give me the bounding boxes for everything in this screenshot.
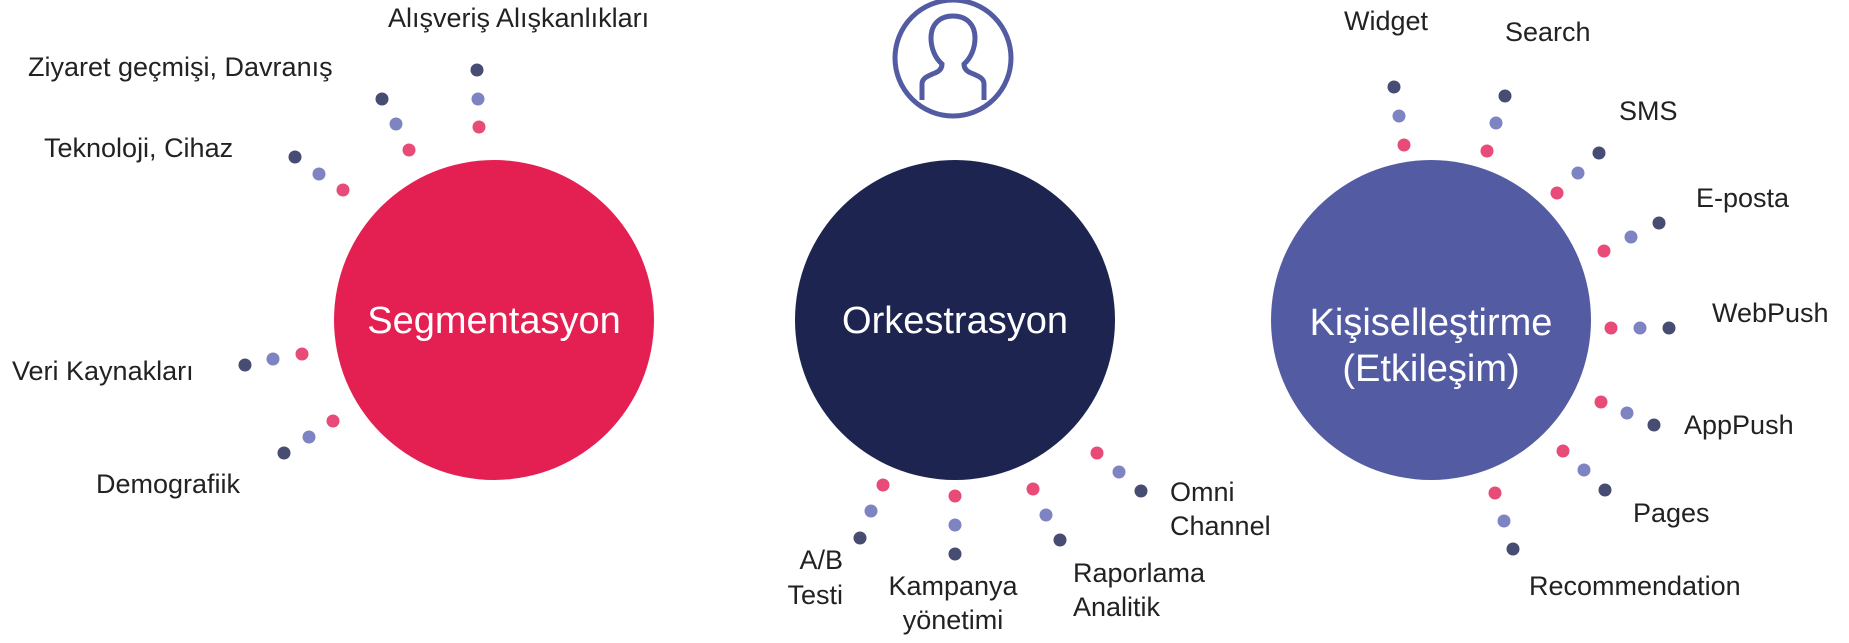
dot [1652, 216, 1666, 230]
dot [1594, 395, 1608, 409]
dot [277, 446, 291, 460]
dot [470, 63, 484, 77]
dot [1592, 146, 1606, 160]
orchestration-label-omni-line2: Channel [1170, 511, 1271, 541]
personalization-label-apppush: AppPush [1684, 410, 1794, 440]
segment-dots [238, 63, 486, 460]
segment-label-ziyaret: Ziyaret geçmişi, Davranış [28, 52, 333, 82]
orchestration-label-kampanya-line2: yönetimi [903, 605, 1004, 635]
dot [1620, 406, 1634, 420]
dot [1662, 321, 1676, 335]
personalization-label-webpush: WebPush [1712, 298, 1829, 328]
orchestration-label-ab-line2: Testi [787, 580, 843, 610]
personalization-label-widget: Widget [1344, 6, 1429, 36]
dot [1624, 230, 1638, 244]
orchestration-hub: Orkestrasyon [795, 160, 1115, 480]
segment-label-veri: Veri Kaynakları [12, 356, 194, 386]
dot [288, 150, 302, 164]
dot [1387, 80, 1401, 94]
orchestration-hub-label: Orkestrasyon [842, 300, 1068, 342]
dot [326, 414, 340, 428]
orchestration-labels: A/B Testi Kampanya yönetimi Raporlama An… [787, 477, 1270, 635]
personalization-hub-label-line2: (Etkileşim) [1342, 348, 1519, 390]
dot [1498, 89, 1512, 103]
dot [1489, 116, 1503, 130]
dot [1506, 542, 1520, 556]
dot [1090, 446, 1104, 460]
dot [1647, 418, 1661, 432]
segment-labels: Alışveriş Alışkanlıkları Ziyaret geçmişi… [12, 3, 649, 499]
dot [302, 430, 316, 444]
dot [238, 358, 252, 372]
dot [1597, 244, 1611, 258]
orchestration-label-ab-line1: A/B [799, 545, 843, 575]
personalization-label-eposta: E-posta [1696, 183, 1790, 213]
personalization-hub: Kişiselleştirme (Etkileşim) [1271, 160, 1591, 480]
dot [948, 489, 962, 503]
dot [853, 531, 867, 545]
dot [312, 167, 326, 181]
segment-label-alisveris: Alışveriş Alışkanlıkları [388, 3, 649, 33]
dot [1598, 483, 1612, 497]
personalization-label-search: Search [1505, 17, 1591, 47]
dot [1053, 533, 1067, 547]
segment-label-teknoloji: Teknoloji, Cihaz [44, 133, 233, 163]
orchestration-dots [853, 446, 1148, 561]
personalization-labels: Widget Search SMS E-posta WebPush AppPus… [1344, 6, 1829, 601]
segment-hub-label: Segmentasyon [367, 300, 621, 342]
dot [1480, 144, 1494, 158]
orchestration-label-raporlama-line1: Raporlama [1073, 558, 1206, 588]
personalization-label-pages: Pages [1633, 498, 1710, 528]
segment-label-demografik: Demografiik [96, 469, 241, 499]
dot [1577, 463, 1591, 477]
dot [1039, 508, 1053, 522]
dot [336, 183, 350, 197]
dot [266, 352, 280, 366]
dot [1497, 514, 1511, 528]
dot [1633, 321, 1647, 335]
dot [375, 92, 389, 106]
dot [1112, 465, 1126, 479]
personalization-hub-label-line1: Kişiselleştirme [1310, 302, 1553, 344]
segment-hub: Segmentasyon [334, 160, 654, 480]
dot [948, 547, 962, 561]
dot [1556, 444, 1570, 458]
dot [471, 92, 485, 106]
personalization-label-sms: SMS [1619, 96, 1678, 126]
orchestration-label-raporlama-line2: Analitik [1073, 592, 1161, 622]
dot [1550, 186, 1564, 200]
personalization-label-recommendation: Recommendation [1529, 571, 1741, 601]
dot [1604, 321, 1618, 335]
dot [402, 143, 416, 157]
orchestration-circle [795, 160, 1115, 480]
user-icon [892, 0, 1014, 119]
personalization-circle [1271, 160, 1591, 480]
dot [472, 120, 486, 134]
segment-circle [334, 160, 654, 480]
dot [948, 518, 962, 532]
dot [389, 117, 403, 131]
dot [1392, 109, 1406, 123]
dot [864, 504, 878, 518]
dot [1488, 486, 1502, 500]
dot [1134, 484, 1148, 498]
dot [876, 478, 890, 492]
dot [295, 347, 309, 361]
dot [1571, 166, 1585, 180]
dot [1026, 482, 1040, 496]
orchestration-label-omni-line1: Omni [1170, 477, 1235, 507]
personalization-dots [1387, 80, 1676, 556]
orchestration-label-kampanya-line1: Kampanya [888, 571, 1018, 601]
dot [1397, 138, 1411, 152]
